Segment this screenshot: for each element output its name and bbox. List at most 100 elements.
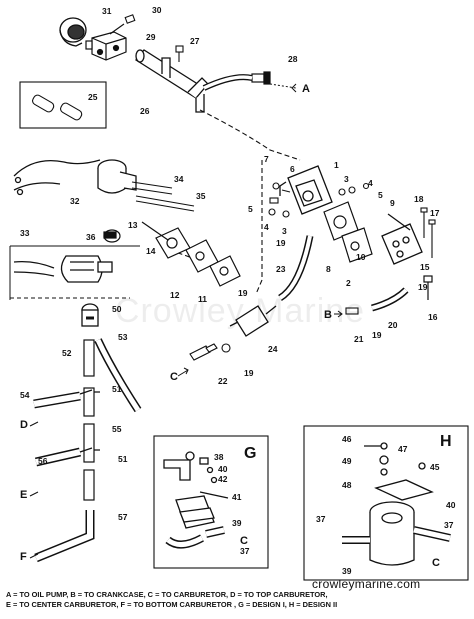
inset-g-parts <box>163 451 229 549</box>
callout-22: 22 <box>218 376 228 386</box>
part-22-clamps <box>189 343 231 361</box>
callout-32: 32 <box>70 196 80 206</box>
callout-28: 28 <box>288 54 298 64</box>
callout-41: 41 <box>232 492 242 502</box>
part-17-18-bolts <box>420 207 436 258</box>
callout-19a: 19 <box>276 238 286 248</box>
callout-35: 35 <box>196 191 206 201</box>
connection-arrows <box>29 83 343 559</box>
callout-26: 26 <box>140 106 150 116</box>
callout-6: 6 <box>290 164 295 174</box>
callout-18: 18 <box>414 194 424 204</box>
hose-tree <box>33 338 142 563</box>
part-29-fuel-valve <box>85 31 127 61</box>
legend-line-2: E = TO CENTER CARBURETOR, F = TO BOTTOM … <box>6 600 338 609</box>
part-10-plate <box>381 213 423 265</box>
callout-19c: 19 <box>238 288 248 298</box>
callout-2: 2 <box>346 278 351 288</box>
callout-49: 49 <box>342 456 352 466</box>
dashed-connection-vertical <box>255 160 263 295</box>
callout-15: 15 <box>420 262 430 272</box>
callout-36: 36 <box>86 232 96 242</box>
callout-56: 56 <box>38 456 48 466</box>
callout-29: 29 <box>146 32 156 42</box>
callout-45: 45 <box>430 462 440 472</box>
part-25-box <box>19 81 107 129</box>
callout-47: 47 <box>398 444 408 454</box>
callout-39h: 39 <box>342 566 352 576</box>
website-label: crowleymarine.com <box>312 577 421 591</box>
callout-21: 21 <box>354 334 364 344</box>
callout-53: 53 <box>118 332 128 342</box>
letter-b: B <box>324 309 332 321</box>
inset-h-frame <box>303 425 469 581</box>
part-33-oil-pump-motor <box>13 255 113 283</box>
callout-5a: 5 <box>378 190 383 200</box>
callout-1: 1 <box>334 160 339 170</box>
letter-a: A <box>302 83 310 95</box>
connection-letters: A B C D E F C C <box>20 83 440 569</box>
callout-34: 34 <box>174 174 184 184</box>
part-11-gasket <box>209 255 241 287</box>
callout-12: 12 <box>170 290 180 300</box>
callout-7: 7 <box>264 154 269 164</box>
callout-40h: 40 <box>446 500 456 510</box>
part-32-fuel-pump-motor <box>13 159 137 196</box>
part-21-fitting <box>345 307 359 315</box>
callout-30: 30 <box>152 5 162 15</box>
part-30-screw <box>109 14 136 35</box>
callout-46: 46 <box>342 434 352 444</box>
part-1-fuel-pump-body <box>279 165 333 215</box>
callout-13: 13 <box>128 220 138 230</box>
dashed-connection-26-to-1 <box>199 109 301 161</box>
callout-50: 50 <box>112 304 122 314</box>
legend-line-1: A = TO OIL PUMP, B = TO CRANKCASE, C = T… <box>6 590 328 599</box>
callout-52: 52 <box>62 348 72 358</box>
callout-16: 16 <box>428 312 438 322</box>
callout-23: 23 <box>276 264 286 274</box>
callout-3b: 3 <box>282 226 287 236</box>
inset-h-parts <box>342 442 451 566</box>
callout-37ha: 37 <box>316 514 326 524</box>
callout-48: 48 <box>342 480 352 490</box>
callout-57: 57 <box>118 512 128 522</box>
callout-10: 10 <box>356 252 366 262</box>
callout-37g: 37 <box>240 546 250 556</box>
letter-d: D <box>20 419 28 431</box>
inset-g-frame <box>153 435 269 569</box>
letter-f: F <box>20 551 27 563</box>
letter-c-main: C <box>170 371 178 383</box>
callout-51b: 51 <box>118 454 128 464</box>
callout-labels: 31 30 29 27 28 25 26 1 7 6 3 4 5 5 4 3 1… <box>20 5 456 576</box>
callout-9: 9 <box>390 198 395 208</box>
part-50-filter <box>81 303 99 327</box>
part-24-fuel-filter <box>229 305 277 337</box>
callout-54: 54 <box>20 390 30 400</box>
inset-g-title: G <box>244 445 256 462</box>
callout-5b: 5 <box>248 204 253 214</box>
part-26-fuel-manifold <box>135 49 209 113</box>
legend: A = TO OIL PUMP, B = TO CRANKCASE, C = T… <box>6 590 470 610</box>
callout-27: 27 <box>190 36 200 46</box>
callout-39g: 39 <box>232 518 242 528</box>
callout-24: 24 <box>268 344 278 354</box>
letter-c-h: C <box>432 557 440 569</box>
callout-17: 17 <box>430 208 440 218</box>
callout-11: 11 <box>198 294 207 304</box>
callout-38: 38 <box>214 452 224 462</box>
callout-8: 8 <box>326 264 331 274</box>
callout-14: 14 <box>146 246 156 256</box>
letter-c-g: C <box>240 535 248 547</box>
callout-31: 31 <box>102 6 112 16</box>
callout-3a: 3 <box>344 174 349 184</box>
callout-4b: 4 <box>264 222 269 232</box>
small-hardware-3-4-5-6-7 <box>268 182 370 218</box>
callout-25: 25 <box>88 92 98 102</box>
callout-42: 42 <box>218 474 228 484</box>
part-16-fitting <box>423 275 433 300</box>
callout-19b: 19 <box>418 282 428 292</box>
part-31-ring <box>59 17 87 47</box>
callout-55: 55 <box>112 424 122 434</box>
callout-19e: 19 <box>244 368 254 378</box>
